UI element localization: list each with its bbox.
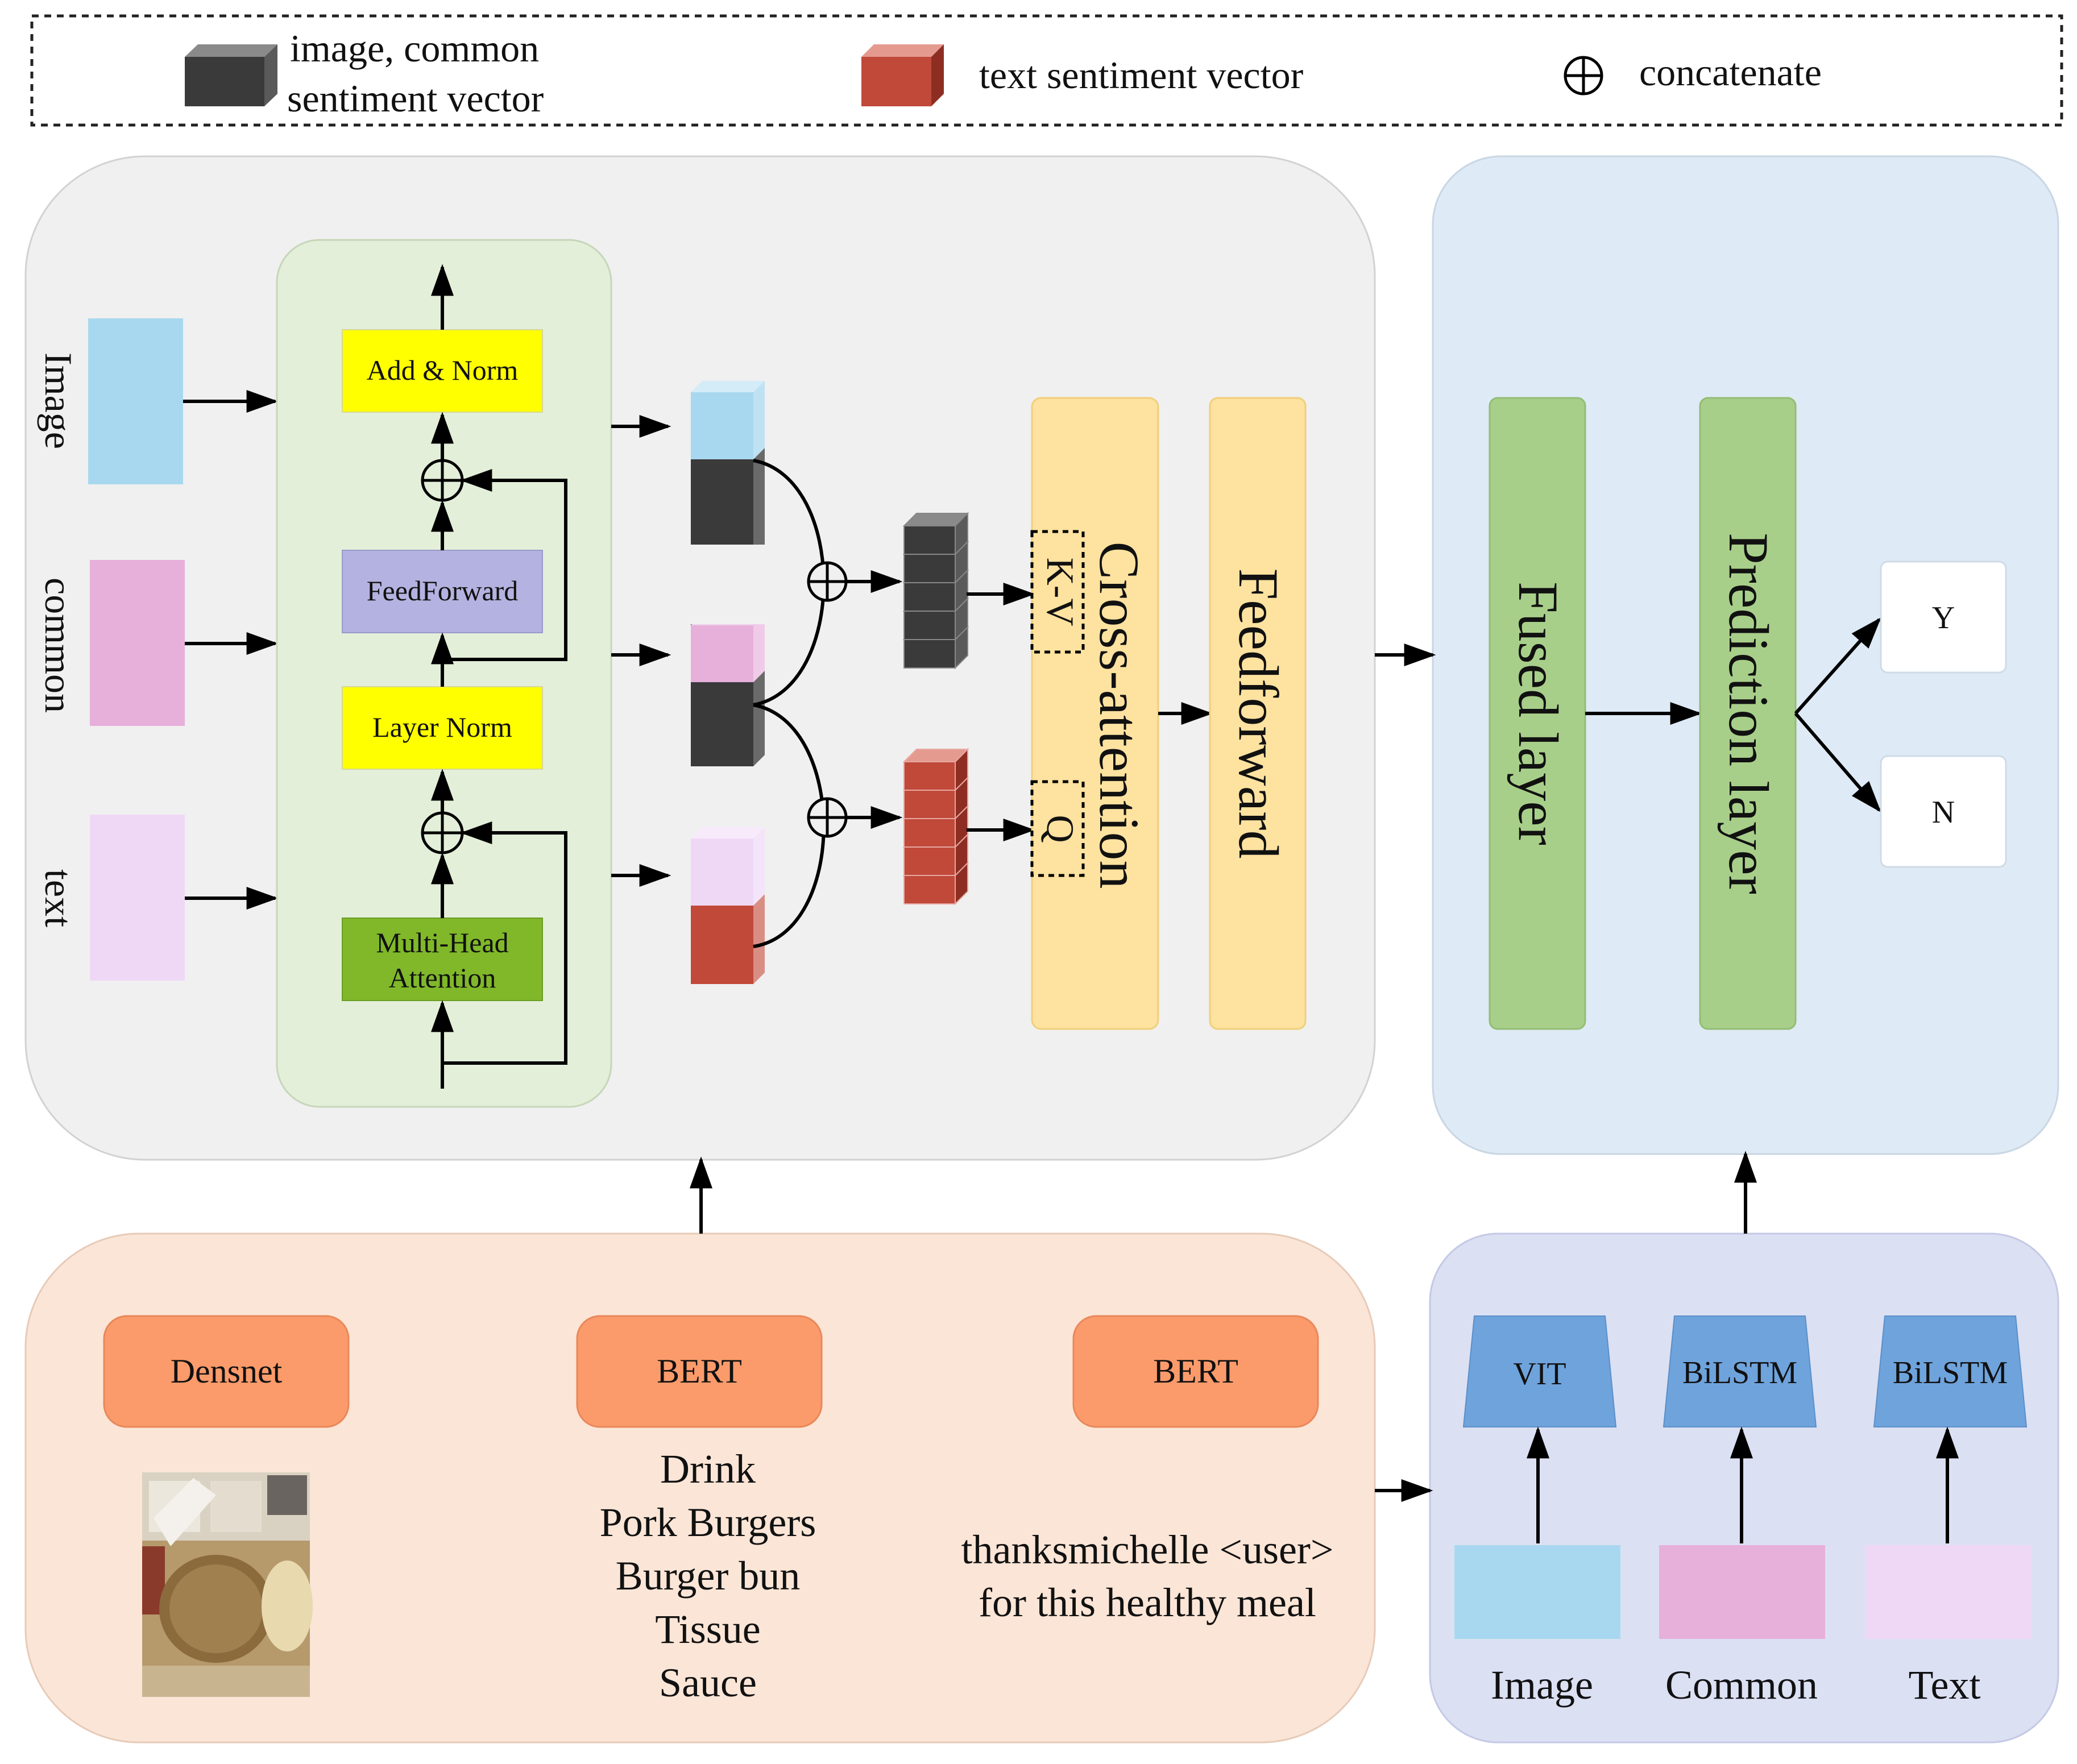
- vector-cell: [903, 582, 956, 612]
- feedforward-block: [1209, 397, 1307, 1030]
- legend-concat-label: concatenate: [1639, 51, 1822, 94]
- cross-attention-label: Cross-attention: [1088, 541, 1151, 889]
- common-input-label: common: [37, 578, 80, 713]
- output-yes-box: [1880, 561, 2007, 674]
- layer-norm-box: [342, 686, 543, 770]
- legend: image, common sentiment vector text sent…: [30, 14, 2063, 127]
- mha-label-1: Multi-Head: [376, 927, 508, 958]
- vit-encoder: [1462, 1315, 1617, 1427]
- common-vector: [90, 560, 185, 726]
- baseline-image-vector: [1454, 1545, 1620, 1639]
- bilstm-text-encoder: [1873, 1315, 2028, 1427]
- bilstm-common-label: BiLSTM: [1682, 1355, 1797, 1391]
- q-label: Q: [1039, 815, 1082, 842]
- vector-cell: [903, 818, 956, 848]
- common-word-3: Burger bun: [616, 1553, 801, 1599]
- bilstm-common-encoder: [1663, 1315, 1817, 1427]
- bert-common-label: BERT: [657, 1352, 742, 1390]
- legend-dark-cube-icon: [185, 44, 277, 106]
- text-vector-stack: [902, 748, 969, 906]
- concat-icon: [807, 561, 848, 602]
- bert-text-box: [1072, 1315, 1319, 1428]
- bert-text-label: BERT: [1153, 1352, 1238, 1390]
- vector-cell: [903, 554, 956, 583]
- vector-cell: [903, 525, 956, 555]
- image-column-top: [691, 392, 753, 459]
- meal-photo: [142, 1472, 313, 1697]
- kv-label: K-V: [1039, 558, 1082, 626]
- kv-input-box: [1030, 530, 1085, 654]
- output-no-box: [1880, 755, 2007, 868]
- concat-icon: [1564, 56, 1603, 96]
- baseline-common-vector: [1659, 1545, 1825, 1639]
- multi-head-attention-box: [342, 918, 543, 1001]
- text-sentiment-column: [691, 827, 765, 984]
- common-word-5: Sauce: [659, 1660, 757, 1705]
- q-input-box: [1030, 780, 1085, 877]
- densenet-box: [103, 1315, 350, 1428]
- vector-cell: [903, 846, 956, 876]
- output-yes-label: Y: [1932, 600, 1955, 636]
- legend-frame: [30, 14, 2063, 127]
- concat-icon: [421, 459, 464, 502]
- image-input-label: Image: [37, 352, 80, 449]
- baseline-text-label: Text: [1909, 1662, 1981, 1708]
- image-common-vector-stack: [902, 512, 969, 670]
- tweet-line-1: thanksmichelle <user>: [961, 1527, 1333, 1572]
- tweet-line-2: for this healthy meal: [979, 1580, 1316, 1625]
- common-sentiment-column: [691, 614, 765, 766]
- residual-connection-upper: [442, 469, 567, 661]
- output-no-label: N: [1932, 795, 1955, 830]
- vector-cell: [903, 611, 956, 640]
- bilstm-text-label: BiLSTM: [1893, 1355, 2008, 1391]
- arrow-to-no: [1794, 712, 1881, 813]
- image-vector: [88, 318, 183, 484]
- image-column-dark-part: [691, 459, 753, 545]
- vector-cell: [903, 875, 956, 904]
- add-norm-label: Add & Norm: [367, 354, 519, 386]
- add-norm-box: [342, 329, 543, 413]
- baseline-common-label: Common: [1665, 1662, 1818, 1708]
- densenet-label: Densnet: [171, 1352, 283, 1390]
- column-gap: [690, 545, 767, 624]
- baseline-image-label: Image: [1491, 1662, 1593, 1708]
- prediction-layer-label: Prediction layer: [1717, 533, 1780, 894]
- common-word-2: Pork Burgers: [600, 1500, 816, 1545]
- feedforward-block-label: Feedforward: [1227, 568, 1290, 859]
- legend-dark-label-2: sentiment vector: [287, 77, 544, 120]
- common-word-1: Drink: [660, 1446, 756, 1492]
- concat-icon: [807, 797, 848, 838]
- text-vector: [90, 815, 185, 981]
- legend-red-cube-icon: [861, 44, 944, 106]
- vector-cell: [903, 639, 956, 669]
- concat-icon: [421, 811, 464, 854]
- feedforward-label: FeedForward: [367, 575, 519, 607]
- baseline-text-vector: [1865, 1545, 2031, 1639]
- vector-cell: [903, 761, 956, 791]
- arrow-to-yes: [1794, 617, 1881, 715]
- vector-cell: [903, 790, 956, 819]
- mha-label-2: Attention: [389, 962, 496, 994]
- vit-label: VIT: [1513, 1356, 1566, 1392]
- fused-layer-label: Fused layer: [1507, 582, 1570, 845]
- bert-common-box: [576, 1315, 823, 1428]
- layer-norm-label: Layer Norm: [372, 711, 512, 743]
- common-word-4: Tissue: [655, 1607, 760, 1652]
- residual-connection-lower: [442, 821, 567, 1065]
- legend-dark-label-1: image, common: [290, 27, 539, 70]
- encoder-block: Add & Norm FeedForward Layer Norm Multi-…: [276, 239, 612, 1108]
- image-column-light-side: [753, 381, 765, 459]
- text-input-label: text: [37, 869, 80, 927]
- image-column-dark-side: [753, 448, 765, 545]
- legend-red-label: text sentiment vector: [979, 53, 1304, 97]
